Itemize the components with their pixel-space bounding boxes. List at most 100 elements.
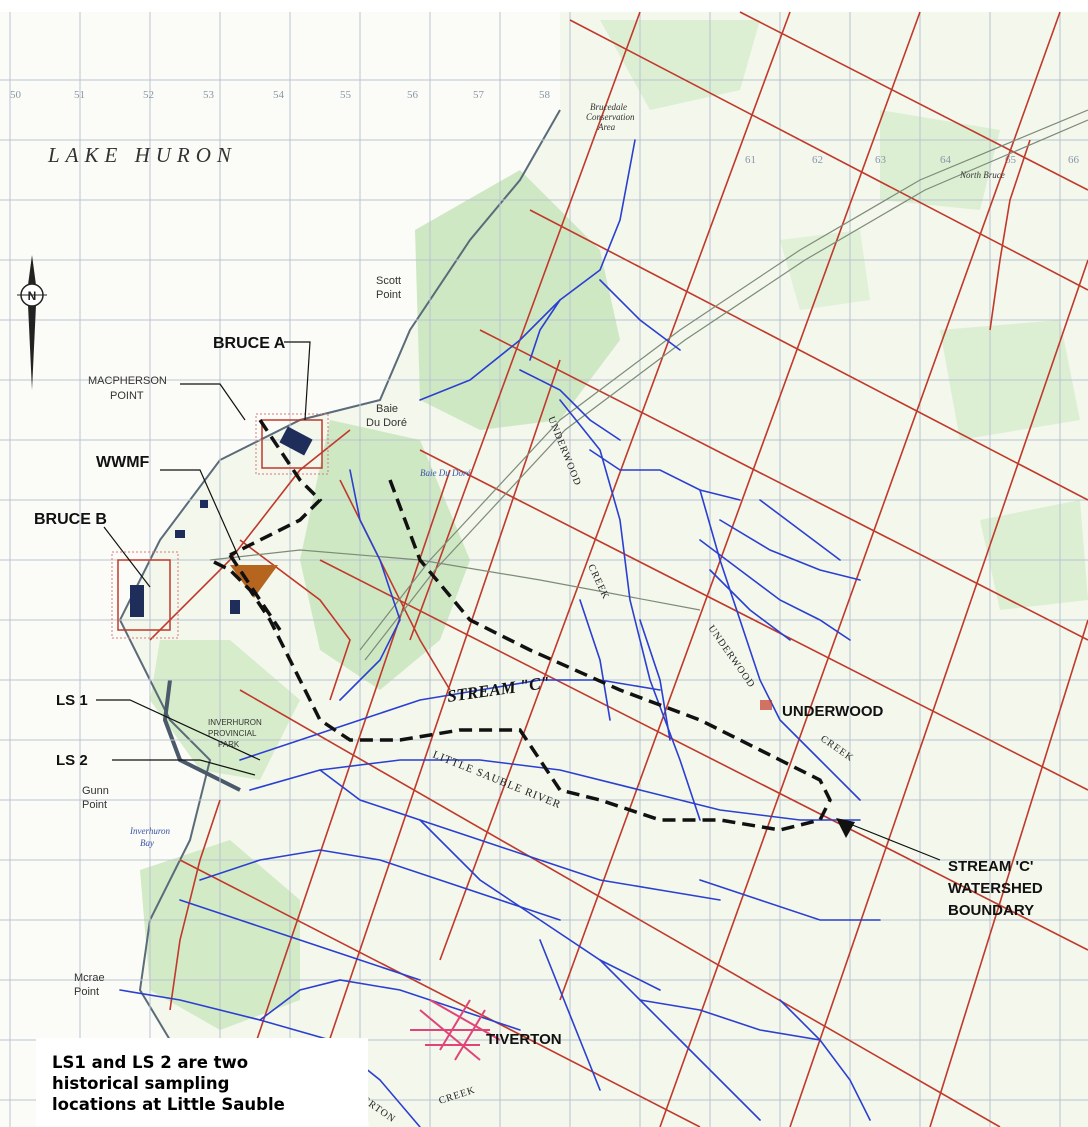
sampling-note-line3: locations at Little Sauble xyxy=(52,1095,285,1114)
river xyxy=(259,979,521,1031)
river xyxy=(539,939,601,1091)
road xyxy=(439,11,791,961)
road xyxy=(569,19,1088,291)
brucedale-label-line2: Conservation xyxy=(586,112,635,122)
gunn-point-label-line1: Gunn xyxy=(82,785,109,797)
road xyxy=(169,799,221,1011)
north-arrow: N xyxy=(17,255,47,390)
brucedale-label-line1: Brucedale xyxy=(590,102,627,112)
green-area xyxy=(300,420,470,690)
stream-c-watershed-boundary xyxy=(209,419,832,832)
mcrae-point-label-line2: Point xyxy=(74,986,99,998)
underwood-creek xyxy=(699,489,861,801)
grid-label: 52 xyxy=(143,89,154,101)
sampling-note-line1: LS1 and LS 2 are two xyxy=(52,1053,249,1072)
grid-label: 54 xyxy=(273,89,285,101)
grid-label: 51 xyxy=(74,89,85,101)
river xyxy=(759,499,841,561)
sampling-note: LS1 and LS 2 are two historical sampling… xyxy=(36,1038,368,1127)
watershed-label-line1: STREAM 'C' xyxy=(948,858,1033,875)
baie-du-dore-small-label: Baie Du Doré xyxy=(420,468,471,478)
bruce-a-site xyxy=(255,413,329,475)
road xyxy=(239,689,1001,1127)
grid-labels: 50 51 52 53 54 55 56 57 58 61 62 63 64 6… xyxy=(10,89,1080,166)
brucedale-label-line3: Area xyxy=(597,122,616,132)
ls1-label: LS 1 xyxy=(56,692,88,709)
leader-lines xyxy=(96,341,941,861)
road xyxy=(299,359,561,1127)
inverhuron-park-label-line1: INVERHURON xyxy=(208,718,262,727)
river xyxy=(699,879,881,921)
boundary-arrow xyxy=(836,818,855,838)
grid-label: 56 xyxy=(407,89,419,101)
road xyxy=(929,619,1088,1127)
stream-c xyxy=(239,679,661,761)
inverhuron-bay-label-line2: Bay xyxy=(140,838,154,848)
bruce-b-label: BRUCE B xyxy=(34,511,107,528)
north-bruce-label: North Bruce xyxy=(959,170,1005,180)
grid-label: 66 xyxy=(1068,154,1080,166)
green-area xyxy=(150,640,300,780)
bruce-b-site xyxy=(111,551,179,639)
north-symbol: N xyxy=(28,289,37,303)
road xyxy=(989,139,1031,331)
river xyxy=(709,569,791,641)
grid-label: 61 xyxy=(745,154,756,166)
road xyxy=(149,429,351,641)
inverhuron-bay-label-line1: Inverhuron xyxy=(129,826,170,836)
land-areas xyxy=(120,12,1088,1127)
tiverton-label: TIVERTON xyxy=(486,1031,562,1048)
grid-label: 55 xyxy=(340,89,352,101)
scott-point-label-line2: Point xyxy=(376,289,401,301)
gunn-point-label-line2: Point xyxy=(82,799,107,811)
river xyxy=(419,819,661,991)
baie-du-dore-label-line1: Baie xyxy=(376,403,398,415)
grid-label: 57 xyxy=(473,89,485,101)
underwood-town xyxy=(760,700,772,710)
site-buildings xyxy=(175,500,240,614)
river xyxy=(639,619,671,741)
watershed-label-line3: BOUNDARY xyxy=(948,902,1034,919)
river xyxy=(589,449,741,501)
road xyxy=(249,469,451,1061)
ls2-label: LS 2 xyxy=(56,752,88,769)
wwmf-label: WWMF xyxy=(96,454,150,471)
road xyxy=(479,329,1088,641)
macpherson-label-line1: MACPHERSON xyxy=(88,375,167,387)
road xyxy=(529,209,1088,501)
river xyxy=(779,999,871,1121)
tiverton-town xyxy=(410,999,501,1061)
underwood-label: UNDERWOOD xyxy=(782,703,884,720)
road xyxy=(419,449,1088,791)
river xyxy=(529,299,561,361)
baie-du-dore-label-line2: Du Doré xyxy=(366,417,407,429)
map-grid xyxy=(0,12,1088,1127)
road xyxy=(239,539,351,701)
watershed-label-line2: WATERSHED xyxy=(948,880,1043,897)
road xyxy=(179,859,701,1127)
road xyxy=(409,11,641,641)
grid-label: 50 xyxy=(10,89,22,101)
sampling-note-line2: historical sampling xyxy=(52,1074,230,1093)
river xyxy=(319,769,721,901)
river xyxy=(699,539,851,641)
underwood-creek xyxy=(559,399,701,821)
river xyxy=(599,279,681,351)
road-network xyxy=(149,11,1088,1127)
road xyxy=(739,11,1088,191)
scott-point-label-line1: Scott xyxy=(376,275,401,287)
road xyxy=(559,11,921,1001)
road xyxy=(789,259,1088,1127)
macpherson-label-line2: POINT xyxy=(110,390,144,402)
river-network xyxy=(119,139,881,1127)
grid-label: 63 xyxy=(875,154,887,166)
river xyxy=(639,999,821,1041)
river xyxy=(719,519,861,581)
road xyxy=(319,559,1088,951)
green-area xyxy=(780,230,870,310)
river xyxy=(179,899,421,981)
grid-label: 58 xyxy=(539,89,551,101)
green-area xyxy=(415,170,620,430)
grid-label: 53 xyxy=(203,89,215,101)
